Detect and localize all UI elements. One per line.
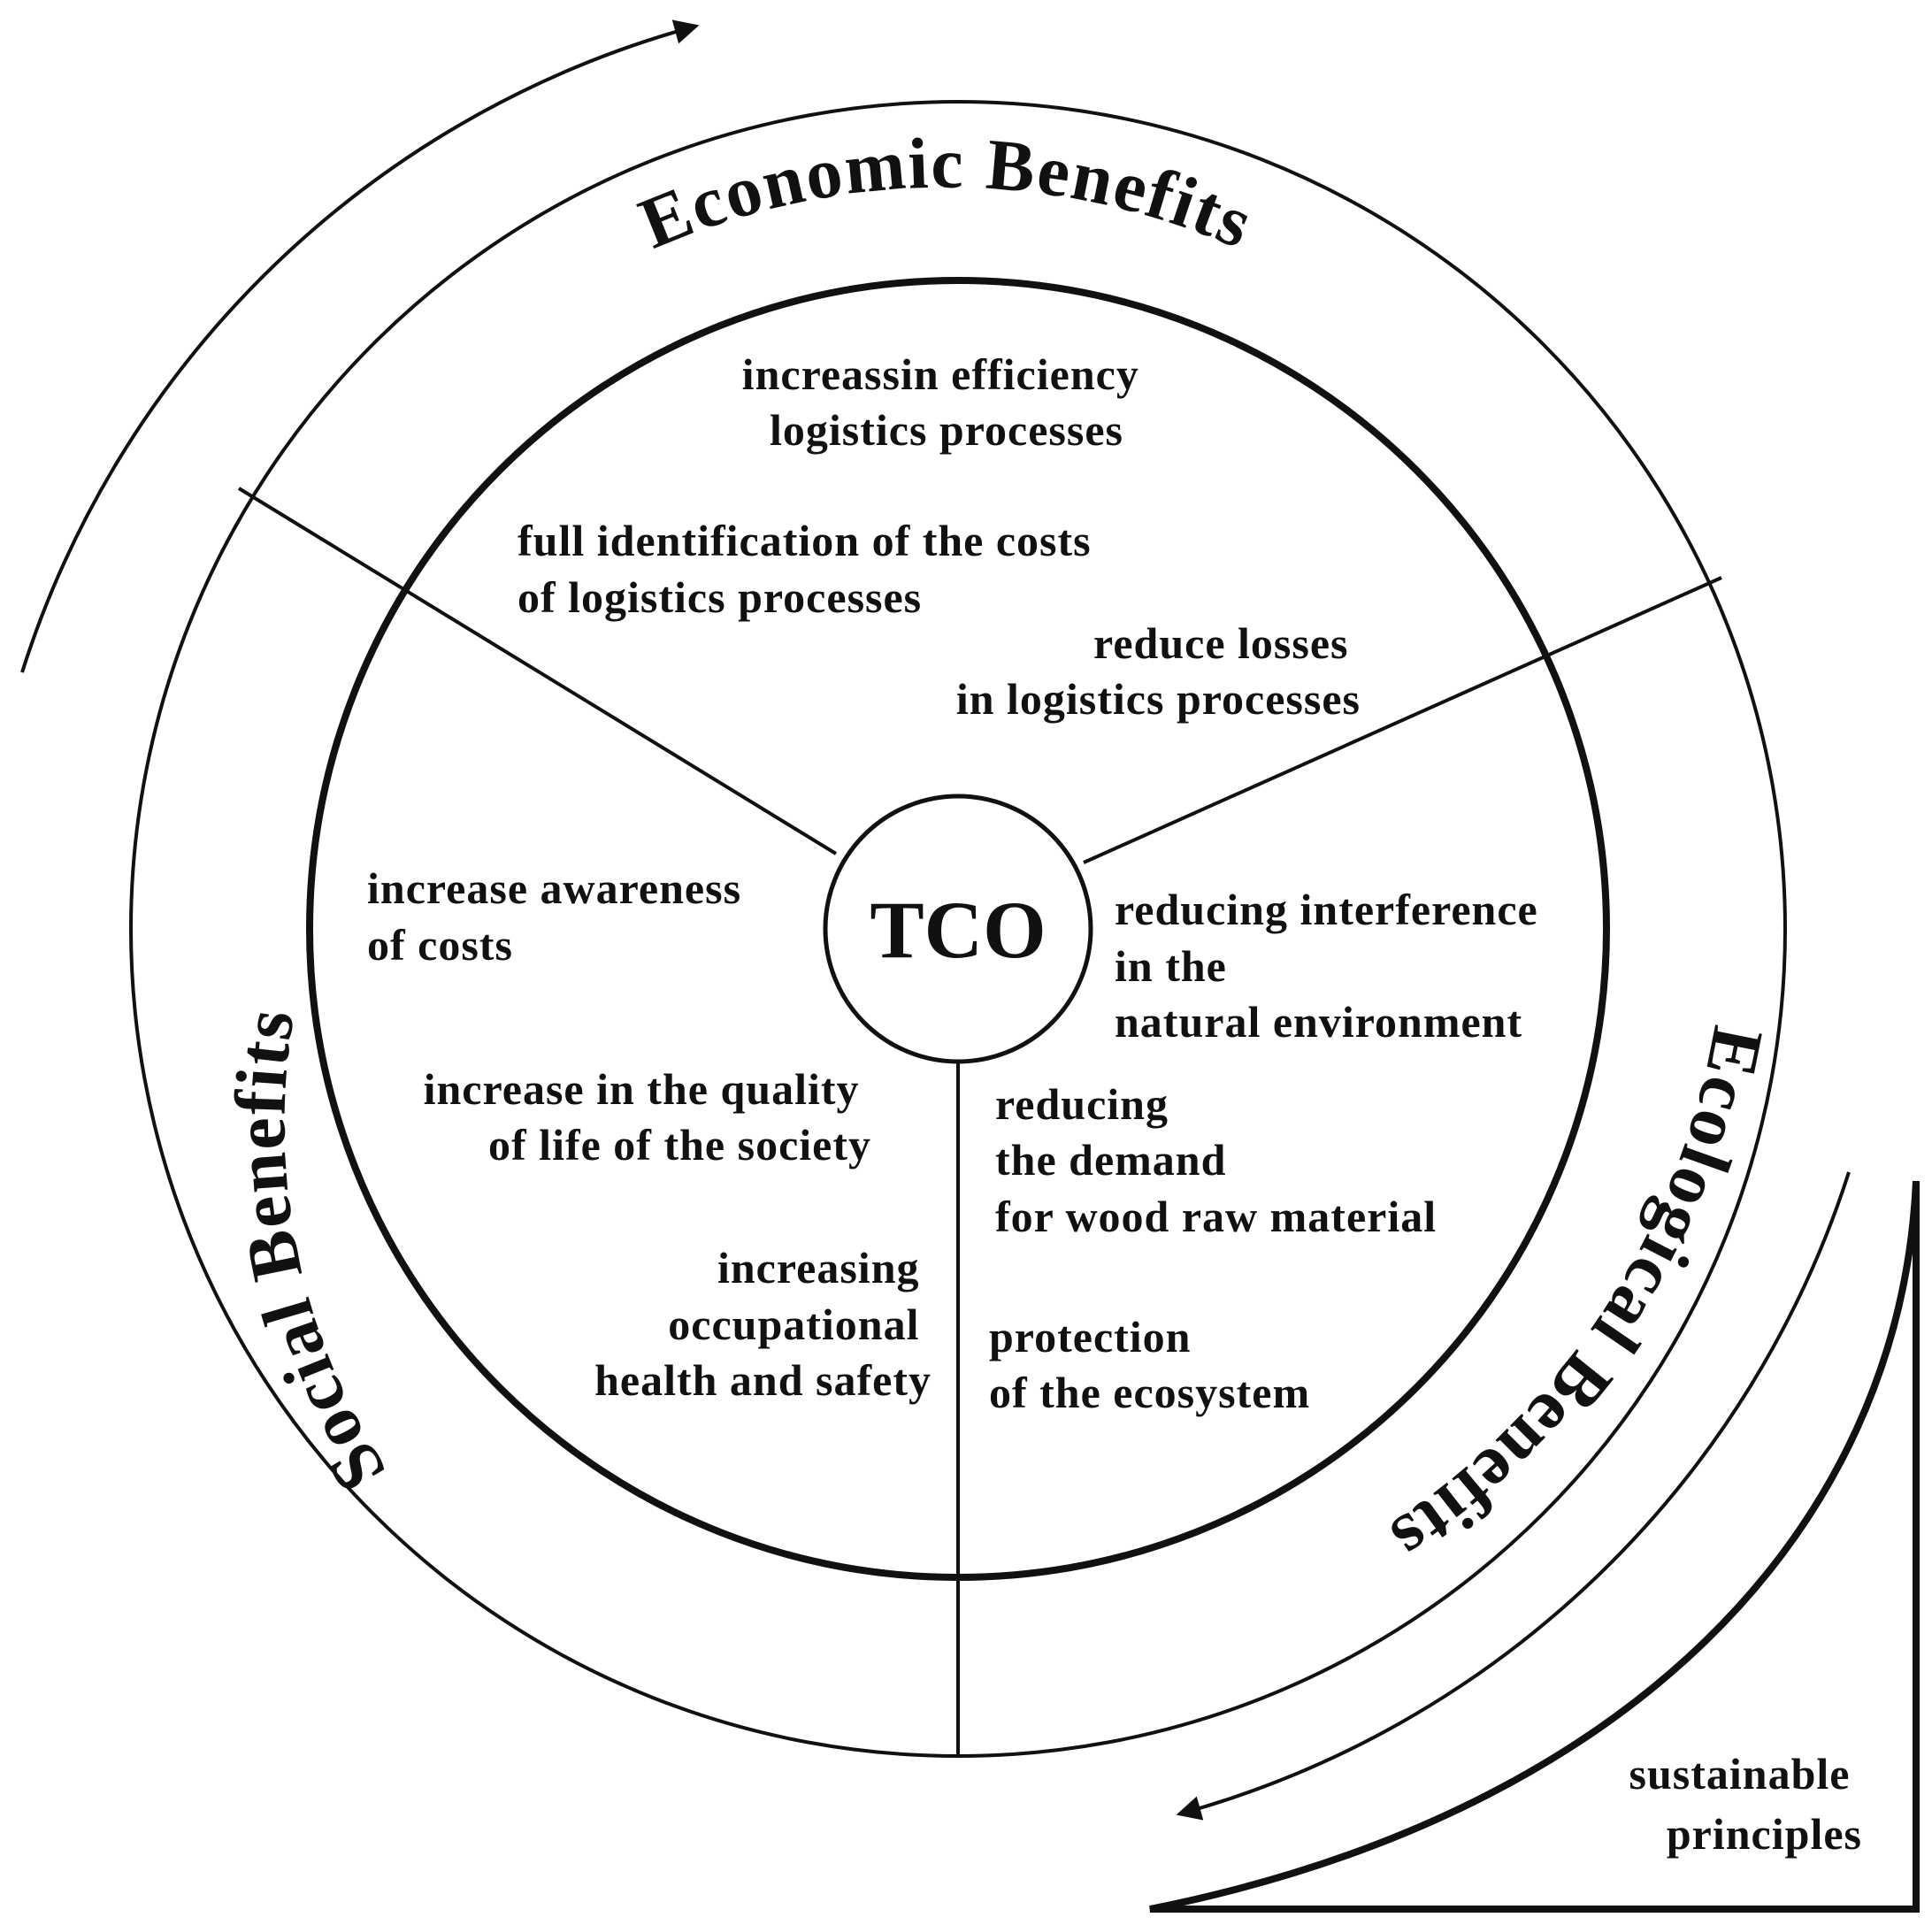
sustainable-principles-wedge [1149, 1180, 1920, 1913]
center-label: TCO [870, 885, 1046, 975]
divider-social-economic [237, 487, 838, 855]
ecological-item-ecosystem: protection of the ecosystem [989, 1312, 1310, 1417]
divider-economic-ecological [1083, 576, 1722, 864]
social-item-awareness: increase awareness of costs [367, 863, 754, 970]
economic-item-reduce-losses: reduce losses in logistics processes [956, 618, 1361, 724]
social-benefits-title: Social Benefits [219, 1002, 401, 1505]
sustainable-principles-label: sustainable principles [1629, 1749, 1862, 1859]
bottom-right-cycle-arrow [1176, 1171, 1851, 1821]
top-left-cycle-arrow [20, 19, 700, 673]
social-item-quality-of-life: increase in the quality of life of the s… [424, 1064, 871, 1170]
ecological-item-interference: reducing interference in the natural env… [1115, 885, 1550, 1047]
center-circle [823, 794, 1093, 1064]
economic-benefits-title: Economic Benefits [629, 123, 1265, 265]
ecological-item-wood-demand: reducing the demand for wood raw materia… [995, 1079, 1437, 1241]
social-item-occupational-health: increasing occupational health and safet… [594, 1243, 932, 1405]
economic-item-cost-identification: full identification of the costs of logi… [518, 516, 1103, 622]
ecological-benefits-title: Ecological Benefits [1376, 1020, 1779, 1581]
economic-item-efficiency: increassin efficiency logistics processe… [742, 349, 1152, 455]
